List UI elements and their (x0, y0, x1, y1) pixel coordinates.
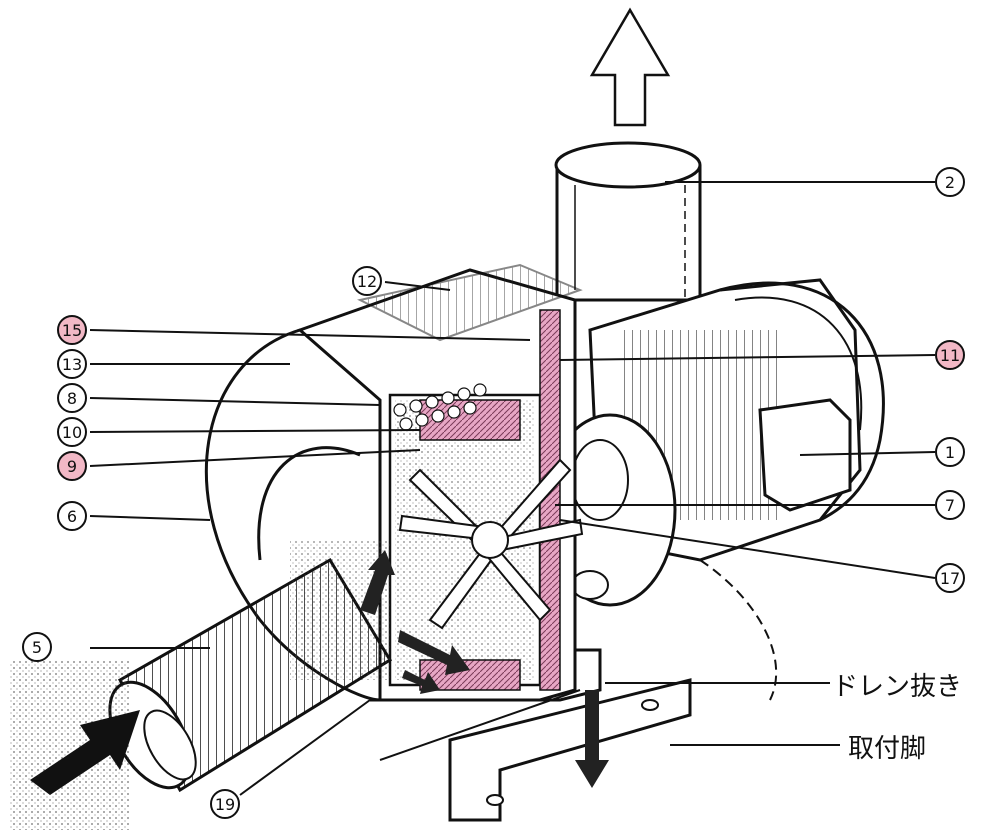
callout-11: 11 (935, 340, 965, 370)
flow-arrow-right (398, 630, 470, 675)
callout-1: 1 (935, 437, 965, 467)
callout-5: 5 (22, 632, 52, 662)
callout-8: 8 (57, 383, 87, 413)
exhaust-pipe (554, 141, 702, 302)
housing-box (297, 263, 584, 702)
perforated-plate (393, 383, 487, 431)
mount-label: 取付脚 (848, 734, 927, 764)
base-frame (370, 648, 692, 822)
impeller (398, 458, 584, 630)
flow-arrow-small (402, 670, 440, 694)
callout-9: 9 (57, 451, 87, 481)
inlet-hose (108, 540, 393, 793)
callout-19: 19 (210, 789, 240, 819)
callout-12: 12 (352, 266, 382, 296)
drain-arrow (575, 690, 609, 788)
drain-label: ドレン抜き (832, 672, 963, 702)
outlet-arrow (589, 7, 671, 127)
callout-7: 7 (935, 490, 965, 520)
callout-6: 6 (57, 501, 87, 531)
callout-10: 10 (57, 417, 87, 447)
callout-2: 2 (935, 167, 965, 197)
callout-17: 17 (935, 563, 965, 593)
fan-housing (543, 413, 677, 607)
mounting-foot (448, 678, 692, 822)
callout-13: 13 (57, 349, 87, 379)
intake-arrow (30, 710, 140, 795)
leader-lines (89, 181, 936, 796)
flow-arrow-up (360, 550, 395, 615)
callout-15: 15 (57, 315, 87, 345)
